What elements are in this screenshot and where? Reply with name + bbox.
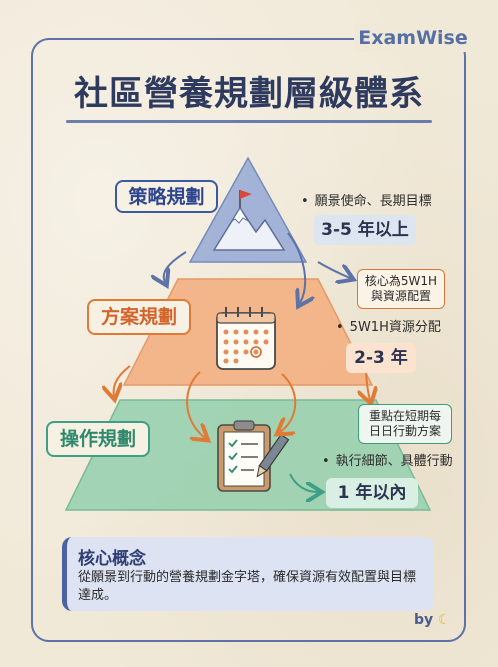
program-note-line2: 與資源配置 <box>370 289 431 303</box>
program-bullet: 5W1H資源分配 <box>336 316 441 335</box>
strategy-duration: 3-5 年以上 <box>314 215 416 245</box>
strategy-label: 策略規劃 <box>115 180 218 213</box>
program-note: 核心為5W1H 與資源配置 <box>357 269 445 309</box>
calendar-icon <box>216 307 276 370</box>
program-note-line1: 核心為5W1H <box>364 274 438 288</box>
banana-icon: ☾ <box>438 612 451 628</box>
strategy-tier <box>188 156 308 263</box>
arrow-strategy-to-note <box>317 261 350 278</box>
operation-note-line1: 重點在短期每 <box>368 409 441 423</box>
program-label: 方案規劃 <box>87 299 191 335</box>
arrow-program-to-operation-center <box>186 371 205 438</box>
strategy-bullet: 願景使命、長期目標 <box>301 190 432 209</box>
byline-text: by <box>414 612 434 628</box>
arrow-operation-down <box>289 473 318 492</box>
mountain-flag-icon <box>212 190 286 251</box>
page-title: 社區營養規劃層級體系 <box>74 74 424 114</box>
arrow-program-to-operation-right <box>280 373 297 432</box>
arrow-strategy-to-program-center <box>287 232 305 303</box>
clipboard-checklist-icon <box>217 420 290 492</box>
arrow-strategy-to-program-left <box>164 251 187 282</box>
core-concept-title: 核心概念 <box>78 549 146 569</box>
byline: by ☾ <box>414 612 451 628</box>
operation-duration: 1 年以內 <box>326 478 418 508</box>
arrow-program-to-operation-left <box>114 365 131 396</box>
brand-logo: ExamWise <box>354 24 472 52</box>
operation-note-line2: 日日行動方案 <box>368 424 441 438</box>
operation-bullet: 執行細節、具體行動 <box>322 450 453 469</box>
program-duration: 2-3 年 <box>346 343 416 373</box>
core-concept-box <box>62 537 434 611</box>
operation-note: 重點在短期每 日日行動方案 <box>358 404 452 444</box>
core-concept-text: 從願景到行動的營養規劃金字塔，確保資源有效配置與目標達成。 <box>78 570 417 603</box>
title-underline <box>66 120 432 123</box>
operation-label: 操作規劃 <box>46 421 150 457</box>
border-frame <box>31 38 466 642</box>
